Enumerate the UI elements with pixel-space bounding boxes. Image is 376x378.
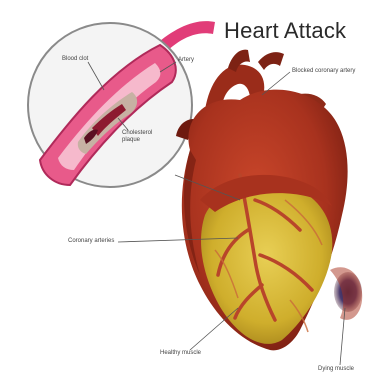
label-coronary-arteries: Coronary arteries bbox=[68, 238, 114, 245]
label-blocked-artery: Blocked coronary artery bbox=[292, 68, 355, 75]
label-dying-muscle: Dying muscle bbox=[318, 366, 354, 373]
label-artery: Artery bbox=[178, 57, 194, 64]
label-blood-clot: Blood clot bbox=[62, 56, 88, 63]
heart bbox=[176, 50, 362, 351]
label-healthy-muscle: Healthy muscle bbox=[160, 350, 201, 357]
label-cholesterol-plaque: Cholesterol plaque bbox=[122, 130, 170, 144]
magnified-artery-view bbox=[28, 23, 192, 187]
